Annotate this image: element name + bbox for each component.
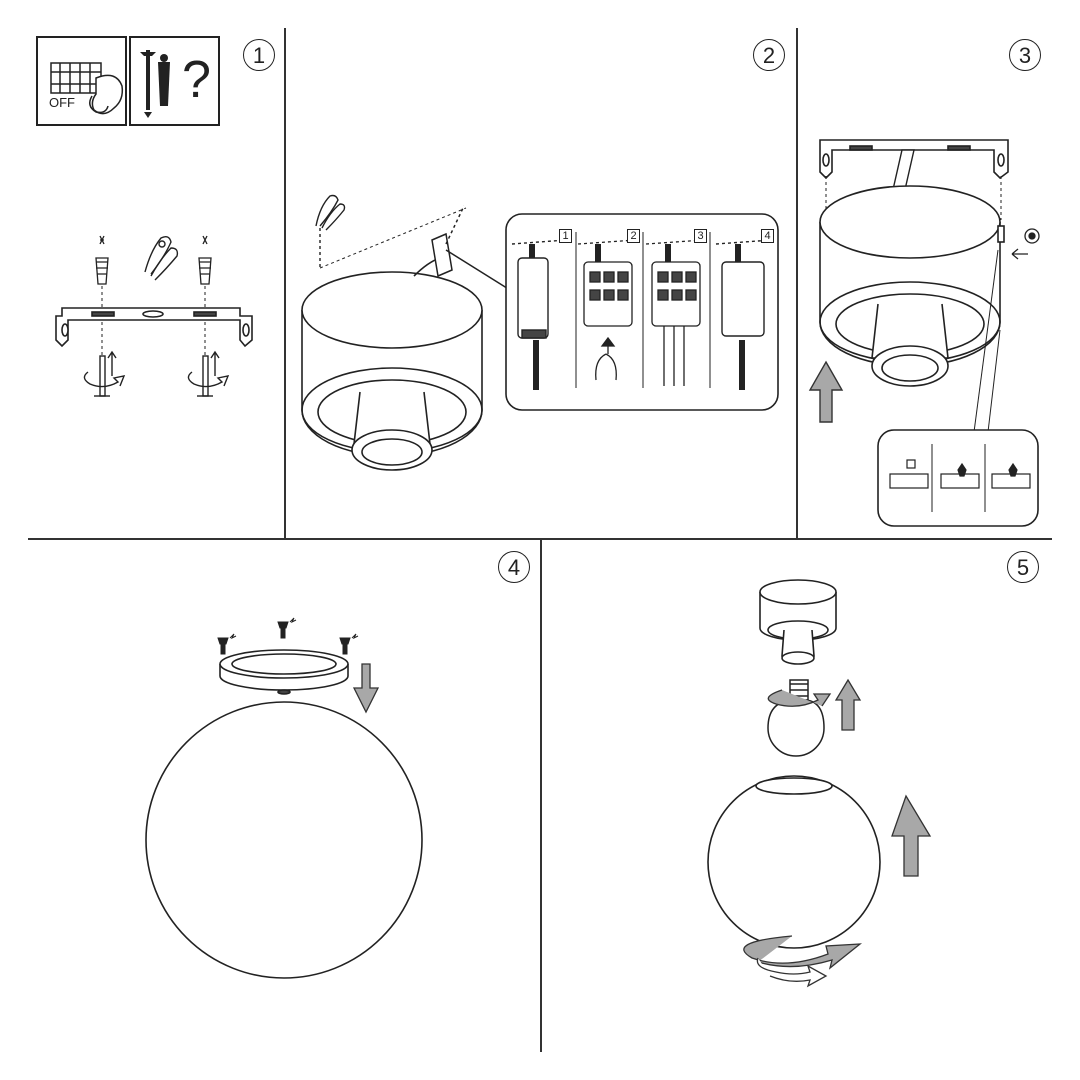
step-2-drawing — [301, 194, 779, 471]
step-number-5: 5 — [1007, 551, 1039, 583]
lamp-shade-icon — [301, 257, 483, 471]
screw-icon — [1011, 228, 1040, 260]
rotate-arrow-icon — [83, 350, 126, 397]
down-arrow-icon — [352, 663, 380, 714]
sub-step-label-3: 3 — [694, 229, 707, 243]
rotate-arrow-icon — [767, 689, 832, 707]
off-label: OFF — [49, 95, 75, 110]
terminal-block-icon — [645, 239, 705, 386]
step-number-4: 4 — [498, 551, 530, 583]
breaker-switch-icon — [36, 36, 127, 126]
step-1-drawing — [36, 36, 253, 397]
sub-step-label-4: 4 — [761, 229, 774, 243]
glass-globe-icon — [145, 701, 423, 979]
divider-vertical-3 — [540, 540, 542, 1052]
sub-step-label-1: 1 — [559, 229, 572, 243]
step-4-drawing — [145, 617, 423, 979]
wall-plug-icon — [158, 54, 170, 106]
step-number-3: 3 — [1009, 39, 1041, 71]
step-3-drawing — [808, 139, 1040, 527]
lamp-shade-icon — [819, 185, 1005, 387]
terminal-block-icon — [511, 239, 567, 390]
mounting-bracket-icon — [55, 307, 253, 348]
wall-plug-right-icon — [198, 235, 212, 285]
rotate-arrow-icon — [756, 957, 828, 988]
step-5-panel: 5 — [542, 540, 1080, 1052]
mounting-bracket-icon — [819, 139, 1009, 180]
pliers-icon — [144, 235, 179, 281]
step-1-panel: 1 — [0, 0, 284, 538]
light-bulb-icon — [767, 679, 825, 757]
glass-globe-icon — [707, 775, 881, 949]
screw-icon — [129, 36, 220, 126]
step-4-panel: 4 — [0, 540, 540, 1052]
pliers-icon — [315, 194, 346, 268]
terminal-block-icon — [715, 239, 773, 390]
sub-step-label-2: 2 — [627, 229, 640, 243]
step-2-panel: 2 — [286, 0, 796, 538]
divider-vertical-1 — [284, 28, 286, 538]
divider-vertical-2 — [796, 28, 798, 538]
up-arrow-icon — [808, 360, 844, 423]
step-number-2: 2 — [753, 39, 785, 71]
up-arrow-icon — [891, 794, 932, 877]
step-number-1: 1 — [243, 39, 275, 71]
lamp-shade-icon — [759, 579, 837, 665]
up-arrow-icon — [834, 678, 862, 731]
rotate-arrow-icon — [187, 350, 230, 397]
divider-horizontal — [28, 538, 1052, 540]
mounting-ring-icon — [219, 649, 349, 695]
rotate-arrow-icon — [743, 935, 863, 970]
step-3-panel: 3 — [798, 0, 1080, 538]
junction-box-icon — [431, 205, 511, 291]
step-5-drawing — [707, 579, 932, 988]
question-mark-icon: ? — [182, 51, 211, 109]
wall-plug-left-icon — [95, 235, 109, 285]
terminal-block-icon — [577, 239, 637, 381]
